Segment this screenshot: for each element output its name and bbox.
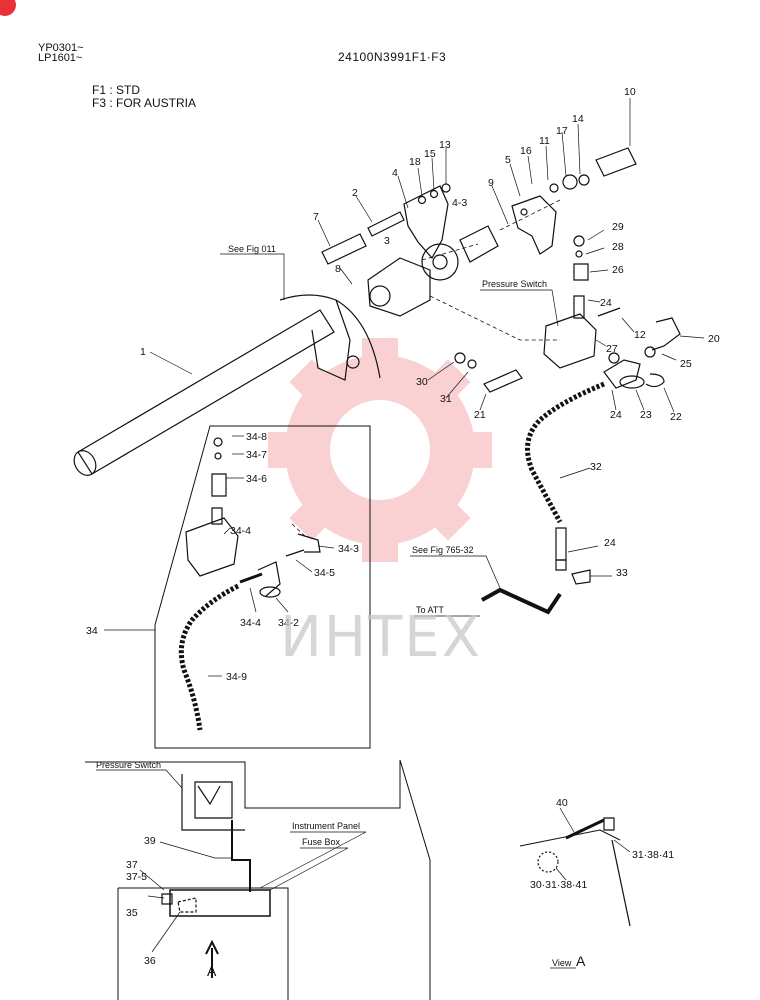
leader-lines (96, 98, 705, 969)
part-label: 12 (634, 329, 646, 341)
part-label: 14 (572, 113, 584, 125)
clamp-bracket (483, 369, 523, 393)
part-label: 7 (313, 211, 319, 223)
variant-std: F1 : STD (92, 83, 141, 97)
part-label: 31·38·41 (632, 849, 674, 861)
part-label: 9 (488, 177, 494, 189)
part-label: 20 (708, 333, 720, 345)
note-arrow-letter: A (207, 963, 217, 979)
note-view-letter: A (576, 953, 586, 969)
part-label: 16 (520, 145, 532, 157)
part-label: 29 (612, 221, 624, 233)
inset-panel-34 (154, 425, 371, 749)
note-pressure-switch-top: Pressure Switch (482, 279, 547, 289)
part-label: 32 (590, 461, 602, 473)
part-label: 34-5 (314, 567, 335, 579)
view-arrow-icon (205, 939, 219, 978)
part-label: 37-5 (126, 871, 147, 883)
part-label: 2 (352, 187, 358, 199)
cab-panel (85, 759, 431, 1000)
part-label: 18 (409, 156, 421, 168)
part-label: 8 (335, 263, 341, 275)
note-pressure-switch-bottom: Pressure Switch (96, 760, 161, 770)
view-a-detail (519, 817, 631, 927)
part-label: 24 (600, 297, 612, 309)
part-label: 40 (556, 797, 568, 809)
hydraulic-hose-32 (525, 381, 605, 524)
variant-austria: F3 : FOR AUSTRIA (92, 96, 197, 110)
watermark-text: ИНТЕХ (280, 605, 482, 670)
pin-assembly (321, 211, 405, 265)
part-label: 15 (424, 148, 436, 160)
part-label: 21 (474, 409, 486, 421)
part-label: 34-3 (338, 543, 359, 555)
part-label: 4-3 (452, 197, 467, 209)
part-label: 1 (140, 346, 146, 358)
part-label: 34-8 (246, 431, 267, 443)
part-label: 5 (505, 154, 511, 166)
valve-block (367, 257, 431, 317)
part-label: 34-4 (240, 617, 261, 629)
part-label: 30 (416, 376, 428, 388)
part-label: 11 (539, 135, 550, 147)
note-see-fig-765: See Fig 765-32 (412, 545, 474, 555)
note-see-fig-011: See Fig 011 (228, 244, 276, 254)
part-label: 36 (144, 955, 156, 967)
part-label: 10 (624, 86, 636, 98)
part-label: 25 (680, 358, 692, 370)
mounting-bracket (403, 185, 499, 281)
part-label: 34-4 (230, 525, 251, 537)
drawing-number: 24100N3991F1·F3 (338, 50, 447, 64)
part-label: 37 (126, 859, 138, 871)
part-label: 35 (126, 907, 138, 919)
part-label: 39 (144, 835, 156, 847)
part-label: 34-2 (278, 617, 299, 629)
part-label: 17 (556, 125, 568, 137)
part-label: 22 (670, 411, 682, 423)
part-label: 34-9 (226, 671, 247, 683)
note-view-label: View (552, 958, 572, 968)
part-label: 34 (86, 625, 98, 637)
note-fuse-box: Fuse Box (302, 837, 341, 847)
part-label: 27 (606, 343, 618, 355)
part-label: 34-7 (246, 449, 267, 461)
part-label: 31 (440, 393, 452, 405)
hydraulic-hose-34-9 (178, 583, 240, 731)
part-label: 30·31·38·41 (530, 879, 587, 891)
tee-fitting (603, 359, 665, 389)
serial-from-2: LP1601~ (38, 52, 83, 64)
part-label: 28 (612, 241, 624, 253)
part-label: 23 (640, 409, 652, 421)
part-label: 3 (384, 235, 390, 247)
part-label: 34-6 (246, 473, 267, 485)
note-instrument-panel: Instrument Panel (292, 821, 360, 831)
part-label: 33 (616, 567, 628, 579)
lever-plate (511, 147, 637, 255)
serial-from-1: YP0301~ (38, 42, 84, 54)
pipe-to-att (481, 587, 562, 615)
part-label: 24 (604, 537, 616, 549)
part-label: 24 (610, 409, 622, 421)
part-label: 26 (612, 264, 624, 276)
pressure-switch-top (543, 235, 681, 369)
corner-badge (0, 0, 16, 16)
boom-cylinder (73, 294, 381, 476)
gear-watermark-icon (268, 338, 492, 562)
part-label: 4 (392, 167, 398, 179)
note-to-att: To ATT (416, 605, 444, 615)
part-label: 13 (439, 139, 451, 151)
